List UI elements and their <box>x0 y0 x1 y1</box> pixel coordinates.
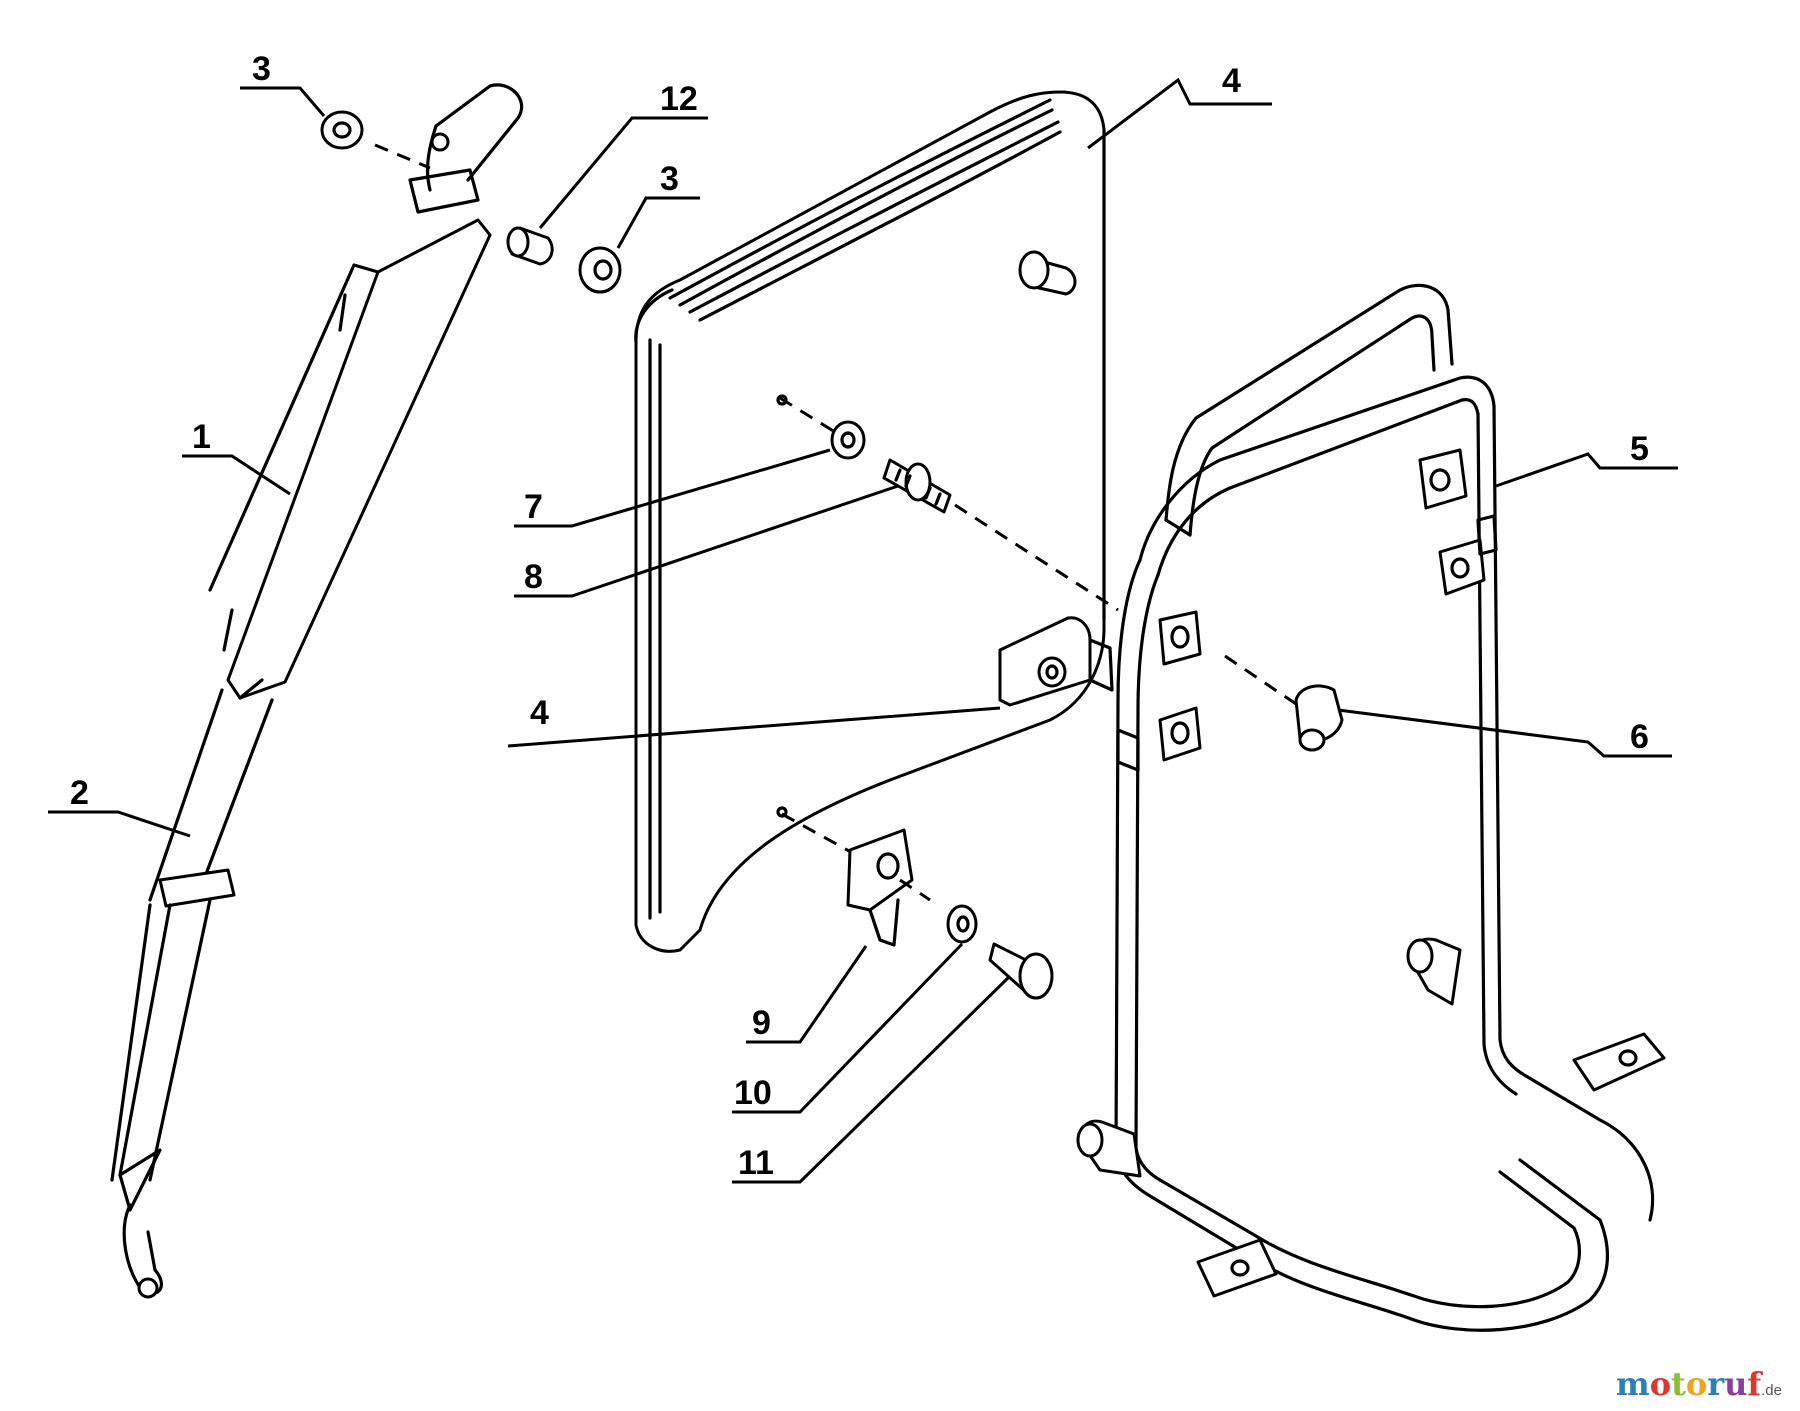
leader-2 <box>48 810 191 838</box>
washer-3-left <box>320 110 364 150</box>
frame-tab <box>1438 538 1486 596</box>
dashed-assembly-line <box>899 878 931 902</box>
label-part-2: 2 <box>70 774 89 812</box>
leader-1 <box>182 454 291 496</box>
label-part-7: 7 <box>524 488 543 526</box>
leader-5 <box>1495 452 1678 488</box>
label-part-5: 5 <box>1630 430 1649 468</box>
label-part-4-top: 4 <box>1222 62 1241 100</box>
watermark-letter: o <box>1649 1365 1672 1403</box>
dashed-assembly-line <box>779 396 836 434</box>
frame-tab <box>1158 610 1202 666</box>
dashed-assembly-line <box>1224 654 1303 710</box>
label-part-3-right: 3 <box>660 160 679 198</box>
watermark-letter: r <box>1707 1365 1725 1403</box>
bolt-8 <box>882 458 952 514</box>
watermark-letter: o <box>1685 1365 1708 1403</box>
label-part-10: 10 <box>734 1074 772 1112</box>
leader-7 <box>514 448 831 528</box>
label-part-6: 6 <box>1630 718 1649 756</box>
handle-grip-top <box>434 83 524 182</box>
label-part-12: 12 <box>660 80 698 118</box>
leader-3-right <box>616 196 700 249</box>
handle-pad <box>226 218 492 700</box>
label-part-4-mid: 4 <box>530 694 549 732</box>
dashed-assembly-line <box>374 143 431 170</box>
frame-tab <box>1418 448 1468 510</box>
watermark-letter: f <box>1747 1365 1762 1403</box>
frame-foot <box>1196 1238 1278 1298</box>
leader-4-mid <box>507 706 1001 748</box>
handle-bracket <box>408 168 480 214</box>
label-part-11: 11 <box>738 1144 774 1182</box>
watermark-letter: t <box>1671 1365 1686 1403</box>
washer-10 <box>946 904 978 944</box>
watermark-tld: .de <box>1761 1382 1782 1399</box>
leader-11 <box>732 974 1012 1184</box>
leader-4-top <box>1087 77 1272 150</box>
leader-6 <box>1337 708 1672 758</box>
leader-12 <box>538 116 708 229</box>
washer-3-right <box>578 246 622 294</box>
strap-buckle <box>158 868 236 908</box>
clip-9 <box>846 828 914 947</box>
cover-panel <box>634 90 1106 953</box>
hinge-bracket <box>998 616 1114 707</box>
handle-assembly <box>110 83 524 1299</box>
label-part-8: 8 <box>524 558 543 596</box>
watermark-letter: m <box>1615 1365 1650 1403</box>
watermark-letter: u <box>1724 1365 1748 1403</box>
pin-12 <box>506 226 554 266</box>
part-number-labels: 3 12 3 4 1 7 8 5 4 6 2 9 10 11 <box>70 50 1649 1182</box>
leader-3-left <box>240 86 326 117</box>
label-part-3-left: 3 <box>252 50 271 88</box>
watermark-logo: motoruf.de <box>1616 1365 1782 1403</box>
wing-nut-6 <box>1294 684 1344 752</box>
bolt-11 <box>988 942 1054 1000</box>
leader-9 <box>746 945 868 1044</box>
frame-foot <box>1572 1032 1666 1092</box>
leader-8 <box>514 484 899 598</box>
dashed-assembly-line <box>781 812 859 858</box>
leader-lines <box>48 77 1678 1184</box>
tube-frame <box>1076 283 1666 1332</box>
dashed-assembly-line <box>954 503 1119 612</box>
frame-tab <box>1158 706 1202 762</box>
leader-10 <box>732 942 964 1114</box>
washer-7 <box>830 420 866 460</box>
label-part-9: 9 <box>752 1004 771 1042</box>
label-part-1: 1 <box>192 418 211 456</box>
